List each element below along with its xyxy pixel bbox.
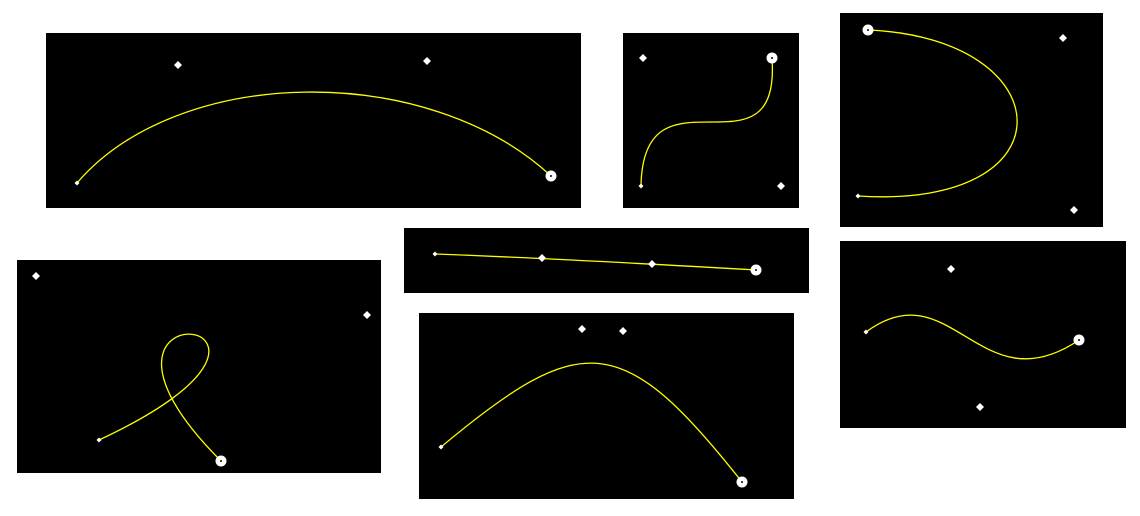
- end-point-center: [771, 57, 773, 59]
- panel-background: [840, 241, 1126, 428]
- bezier-curve: [640, 57, 773, 187]
- control-point-1[interactable]: [947, 265, 955, 273]
- panel-straight: [404, 228, 809, 293]
- control-point-1[interactable]: [639, 54, 647, 62]
- control-point-2[interactable]: [423, 57, 431, 65]
- bezier-curve: [434, 253, 757, 271]
- bezier-curve: [440, 362, 743, 483]
- panel-background: [46, 33, 581, 208]
- panel-wide-arch: [46, 33, 581, 208]
- control-point-1[interactable]: [363, 311, 371, 319]
- panel-background: [17, 260, 381, 473]
- bezier-curve: [865, 314, 1080, 360]
- control-point-1[interactable]: [1070, 206, 1078, 214]
- end-point-center: [867, 29, 869, 31]
- control-point-2[interactable]: [1059, 34, 1067, 42]
- start-point[interactable]: [432, 251, 438, 257]
- start-point[interactable]: [855, 193, 861, 199]
- panel-background: [840, 13, 1103, 227]
- bezier-curve: [857, 29, 1018, 198]
- end-point-center: [755, 269, 757, 271]
- control-point-2[interactable]: [777, 182, 785, 190]
- bezier-curve: [76, 91, 552, 184]
- panel-s-curve: [623, 33, 799, 208]
- panel-peak: [419, 313, 794, 499]
- end-point-center: [741, 481, 743, 483]
- control-point-2[interactable]: [32, 272, 40, 280]
- curve-canvas: [404, 228, 809, 293]
- control-point-1[interactable]: [174, 61, 182, 69]
- curve-canvas: [623, 33, 799, 208]
- end-point-center: [550, 175, 552, 177]
- bezier-curve: [98, 333, 222, 462]
- curve-canvas: [840, 13, 1103, 227]
- panel-loop: [17, 260, 381, 473]
- curve-canvas: [17, 260, 381, 473]
- panel-background: [404, 228, 809, 293]
- curve-canvas: [419, 313, 794, 499]
- control-point-2[interactable]: [619, 327, 627, 335]
- control-point-2[interactable]: [976, 403, 984, 411]
- control-point-2[interactable]: [648, 260, 656, 268]
- curve-canvas: [840, 241, 1126, 428]
- curve-canvas: [46, 33, 581, 208]
- panel-background: [419, 313, 794, 499]
- start-point[interactable]: [638, 183, 644, 189]
- end-point-center: [220, 460, 222, 462]
- start-point[interactable]: [438, 444, 444, 450]
- start-point[interactable]: [96, 437, 102, 443]
- end-point-center: [1078, 339, 1080, 341]
- control-point-1[interactable]: [538, 254, 546, 262]
- start-point[interactable]: [74, 180, 80, 186]
- start-point[interactable]: [863, 329, 869, 335]
- control-point-1[interactable]: [578, 325, 586, 333]
- panel-cusp: [840, 13, 1103, 227]
- panel-wave: [840, 241, 1126, 428]
